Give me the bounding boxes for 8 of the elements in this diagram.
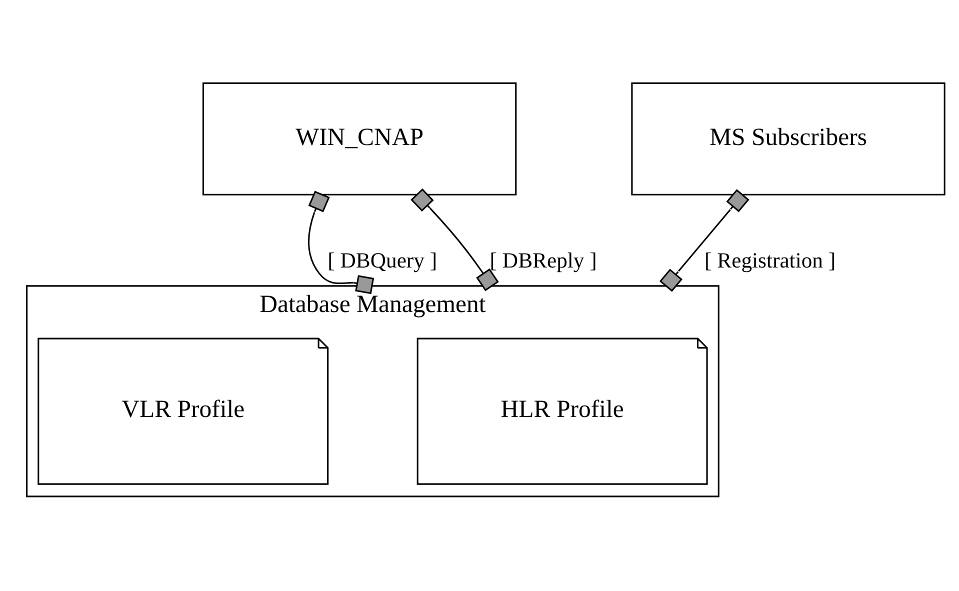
edge-label: [ Registration ] (704, 248, 836, 272)
node-box: WIN_CNAP (202, 82, 517, 195)
node-box: MS Subscribers (631, 82, 946, 195)
connector (659, 188, 750, 292)
edge-label: [ DBQuery ] (328, 248, 438, 272)
connector (410, 188, 499, 291)
edge-label: [ DBReply ] (490, 248, 597, 272)
connector (308, 190, 374, 294)
